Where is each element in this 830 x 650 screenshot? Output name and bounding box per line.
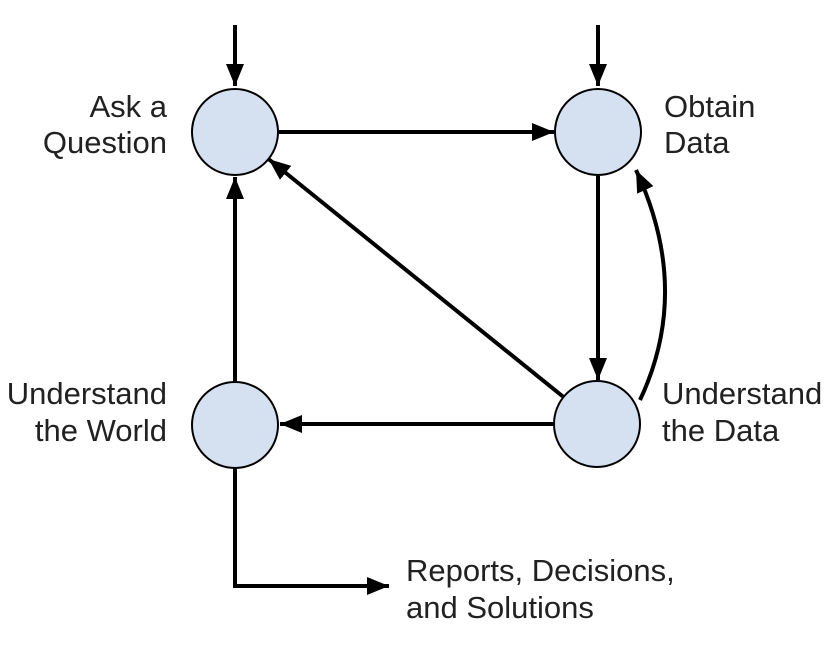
labels-layer: Ask a Question Obtain Data Understand th… — [7, 89, 823, 625]
label-reports-line1: Reports, Decisions, — [406, 553, 675, 588]
edges-layer — [226, 25, 667, 595]
label-reports-line2: and Solutions — [406, 590, 594, 625]
label-obtain-data-line2: Data — [664, 125, 730, 160]
node-understand-the-data-circle — [553, 380, 641, 468]
label-understand-the-data-line1: Understand — [662, 376, 822, 411]
label-obtain-data-line1: Obtain — [664, 89, 755, 124]
node-understand-the-world-circle — [191, 381, 279, 469]
label-understand-the-world-line2: the World — [35, 413, 167, 448]
label-understand-the-world-line1: Understand — [7, 376, 167, 411]
nodes-layer — [191, 88, 642, 469]
edge-world-to-reports — [233, 468, 389, 595]
edge-data-to-obtain-curve — [634, 169, 667, 401]
edge-data-to-ask — [267, 157, 565, 399]
label-ask-a-question-line1: Ask a — [89, 89, 167, 124]
label-ask-a-question-line2: Question — [43, 125, 167, 160]
label-understand-the-data-line2: the Data — [662, 413, 780, 448]
node-ask-a-question-circle — [191, 88, 279, 176]
node-obtain-data-circle — [554, 88, 642, 176]
